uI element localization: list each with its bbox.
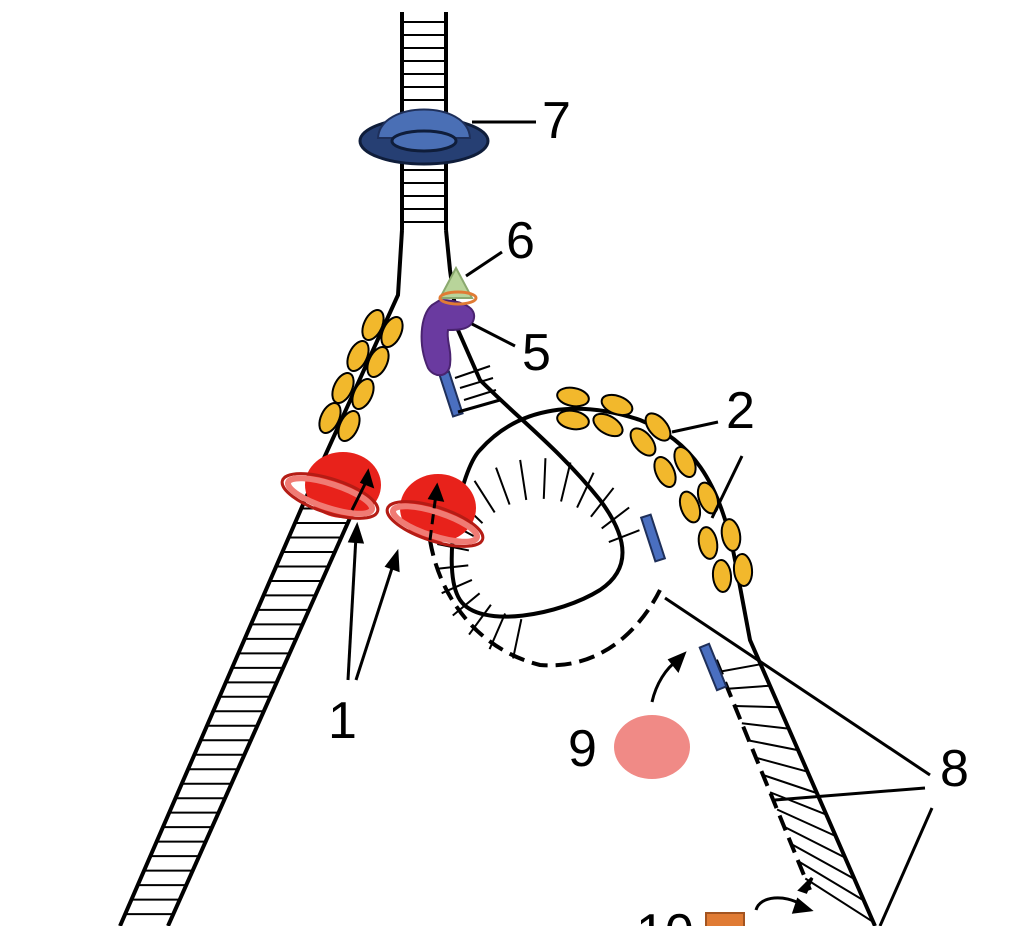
base-pair-rung (790, 843, 855, 880)
base-pair-rung (755, 756, 808, 773)
ssb-cluster-right (556, 386, 754, 593)
curved-arrows (650, 651, 814, 914)
label-7: 7 (542, 92, 571, 150)
base-pair-rung (734, 705, 780, 709)
base-pair-rung (748, 739, 798, 752)
base-pair-rung (576, 472, 595, 508)
base-pair-rung (769, 791, 827, 816)
base-pair-rung (452, 592, 481, 617)
ssb-protein-icon (592, 412, 624, 438)
ssb-protein-icon (732, 553, 754, 587)
ligase-box-icon (705, 912, 745, 926)
ssb-protein-icon (346, 340, 370, 372)
base-pair-rung (441, 579, 473, 595)
base-pair-rung (473, 480, 496, 513)
base-pair-rung (601, 506, 630, 530)
base-pair-rung (512, 618, 523, 659)
okazaki-fragment-loop (428, 458, 667, 668)
label-1-pointers (346, 521, 400, 681)
new-primer (438, 365, 501, 418)
rna-primer-loop (639, 513, 667, 563)
base-pair-rung (495, 467, 511, 505)
synthesis-direction-arrows (350, 468, 445, 541)
ssb-protein-icon (318, 402, 342, 434)
base-pair-rung (783, 825, 846, 859)
label-pointer-lines (465, 120, 934, 926)
base-pair-rung (776, 808, 836, 837)
parental-dna-duplex (400, 12, 448, 230)
base-pair-rung (560, 462, 572, 502)
label-10: 10 (636, 904, 694, 926)
ssb-protein-icon (380, 316, 404, 348)
label-6: 6 (506, 212, 535, 270)
leading-strand-arm (118, 229, 404, 926)
ssb-cluster-left (318, 309, 404, 442)
ssb-protein-icon (720, 518, 742, 552)
ssb-protein-icon (697, 526, 719, 560)
base-pair-rung (720, 663, 761, 673)
ssb-protein-icon (351, 378, 375, 410)
label-1: 1 (328, 692, 357, 750)
ssb-protein-icon (653, 456, 677, 488)
sliding-clamp-ring-icon (280, 472, 380, 520)
base-pair-rung (797, 860, 864, 902)
rna-primer-lower (698, 642, 728, 692)
base-pair-rung (741, 722, 789, 730)
ssb-protein-icon (673, 446, 697, 478)
helicase-ring-icon (358, 108, 490, 166)
base-pair-rung (468, 604, 492, 636)
label-9: 9 (568, 720, 597, 778)
ssb-protein-icon (678, 490, 702, 524)
okazaki-fragment-lower (698, 642, 874, 923)
label-8: 8 (940, 740, 969, 798)
lagging-strand-template (444, 229, 877, 926)
enzyme-oval-icon (614, 715, 690, 779)
ssb-protein-icon (366, 346, 390, 378)
base-pair-rung (590, 487, 615, 518)
base-pair-rung (762, 774, 817, 794)
label-2: 2 (726, 382, 755, 440)
base-pair-rung (519, 459, 528, 501)
ssb-protein-icon (629, 427, 657, 457)
cap-protein-icon (438, 265, 478, 306)
ssb-protein-icon (556, 409, 590, 431)
base-pair-rung (804, 877, 874, 923)
ssb-protein-icon (600, 393, 634, 417)
base-pair-rung (436, 564, 469, 570)
primase-icon (420, 298, 476, 377)
base-pair-rung (488, 613, 507, 650)
ssb-protein-icon (361, 309, 385, 341)
ssb-protein-icon (644, 412, 672, 442)
ssb-protein-icon (711, 559, 733, 593)
base-pair-rung (608, 529, 640, 544)
base-pair-rung (727, 684, 770, 690)
ssb-protein-icon (337, 410, 361, 442)
ssb-protein-icon (556, 386, 590, 408)
label-5: 5 (522, 324, 551, 382)
base-pair-rung (542, 458, 547, 499)
